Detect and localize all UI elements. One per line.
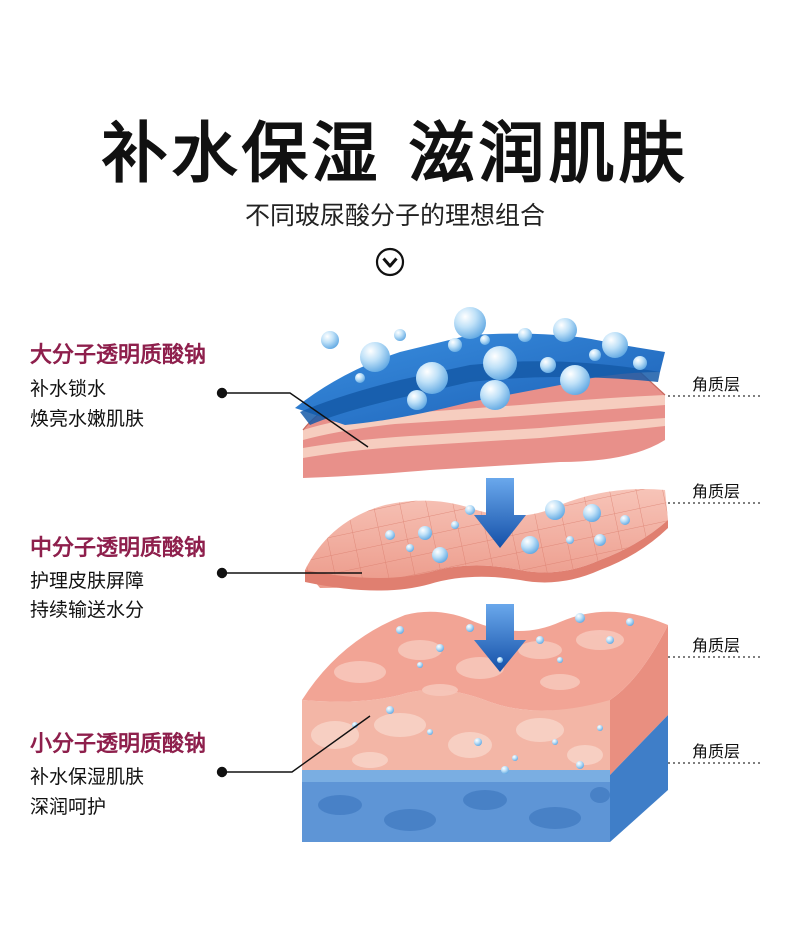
hyaluronic-bubbles: [321, 307, 647, 774]
bottom-skin-block: [302, 611, 668, 842]
small-molecule-line-2: 深润呵护: [30, 796, 107, 818]
medium-molecule-title: 中分子透明质酸钠: [30, 536, 207, 561]
leader-lines-right: [668, 395, 760, 764]
page-title: 补水保湿 滋润肌肤: [101, 115, 689, 192]
small-molecule-line-1: 补水保湿肌肤: [30, 766, 145, 788]
large-molecule-line-2: 焕亮水嫩肌肤: [30, 408, 145, 430]
layer-name-4: 角质层: [692, 742, 741, 761]
middle-skin-layer: [305, 489, 668, 591]
layer-name-1: 角质层: [692, 375, 741, 394]
medium-molecule-line-1: 护理皮肤屏障: [30, 570, 145, 592]
large-molecule-title: 大分子透明质酸钠: [30, 343, 207, 368]
layer-name-2: 角质层: [692, 482, 741, 501]
large-molecule-line-1: 补水锁水: [30, 378, 107, 400]
layer-name-3: 角质层: [692, 636, 741, 655]
medium-molecule-line-2: 持续输送水分: [30, 599, 145, 621]
arrow-down-icon: [474, 478, 526, 548]
arrow-down-icon: [474, 604, 526, 672]
chevron-circle-down-icon[interactable]: [375, 247, 405, 277]
small-molecule-title: 小分子透明质酸钠: [30, 732, 207, 757]
leader-lines-left: [216, 387, 371, 778]
page-subtitle: 不同玻尿酸分子的理想组合: [244, 201, 545, 230]
